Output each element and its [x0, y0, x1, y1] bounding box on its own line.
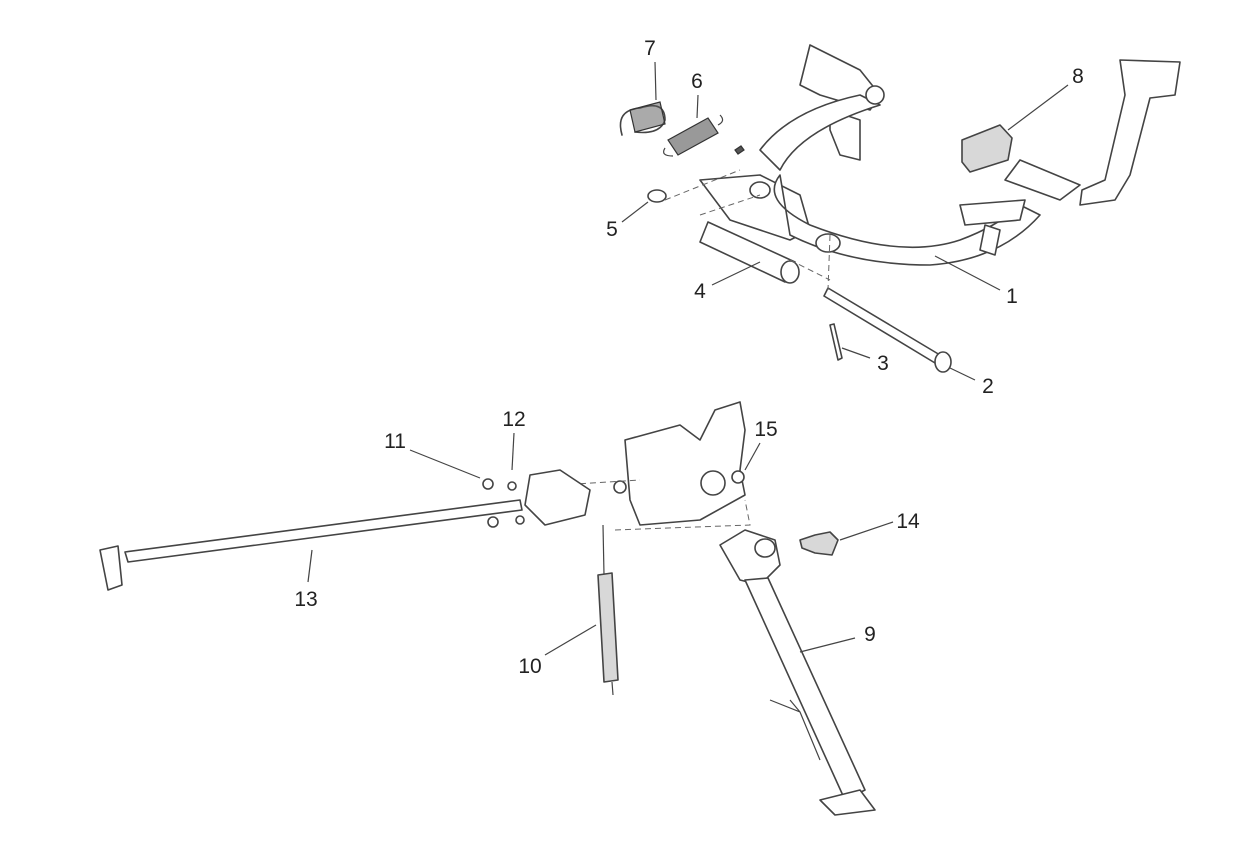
- spacer-part: [613, 480, 627, 494]
- callout-13: 13: [294, 588, 317, 611]
- bracket-hole: [700, 470, 726, 496]
- callout-5: 5: [606, 218, 618, 241]
- spacer-15-part: [731, 470, 745, 484]
- stand-spring-part: [597, 524, 619, 696]
- bolt-part: [799, 531, 839, 556]
- rubber-pad-part: [961, 124, 1013, 173]
- callout-7: 7: [644, 37, 656, 60]
- washer-part: [647, 189, 667, 203]
- callout-9: 9: [864, 623, 876, 646]
- pin-head: [934, 351, 952, 373]
- bracket-plate-part: [624, 401, 746, 526]
- sidestand-switch-part: [99, 469, 591, 591]
- callout-4: 4: [694, 280, 706, 303]
- callout-10: 10: [518, 655, 541, 678]
- center-stand-part: [699, 44, 1181, 266]
- side-stand-part: [719, 529, 876, 816]
- callout-14: 14: [896, 510, 920, 533]
- callout-3: 3: [877, 352, 889, 375]
- callout-1: 1: [1006, 285, 1018, 308]
- callout-12: 12: [502, 408, 525, 431]
- spring-parts: [619, 101, 724, 157]
- split-pin-part: [829, 323, 843, 361]
- callout-15: 15: [754, 418, 777, 441]
- leader-lines: [307, 61, 1069, 656]
- callout-6: 6: [691, 70, 703, 93]
- callout-2: 2: [982, 375, 994, 398]
- callout-8: 8: [1072, 65, 1084, 88]
- bushing-end: [780, 260, 800, 284]
- callout-11: 11: [384, 430, 406, 453]
